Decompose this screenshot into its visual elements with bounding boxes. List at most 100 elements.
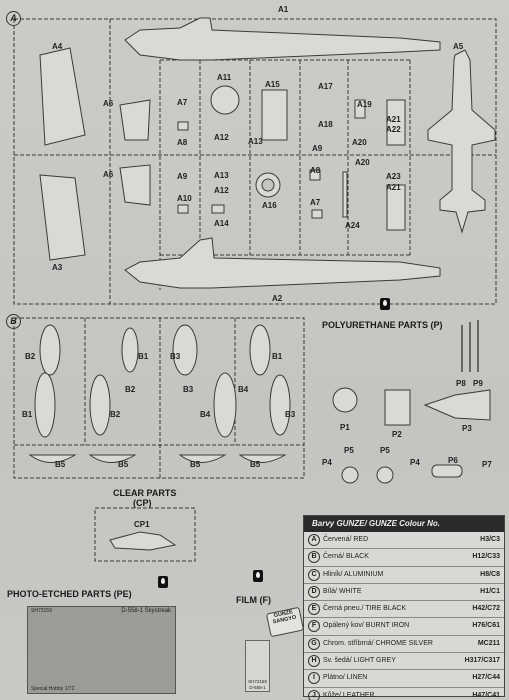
part-label: P2 — [392, 430, 402, 439]
part-label: A12 — [214, 186, 229, 195]
clear-parts-frame — [94, 507, 196, 562]
part-a15 — [261, 89, 288, 141]
part-label: B1 — [22, 410, 33, 419]
part-label: B3 — [183, 385, 194, 394]
part-label: B3 — [285, 410, 296, 419]
clear-parts-subtitle: (CP) — [133, 498, 152, 508]
part-label: B5 — [55, 460, 66, 469]
part-label: A7 — [177, 98, 188, 107]
part-label: B4 — [200, 410, 211, 419]
part-label: A1 — [278, 5, 289, 14]
part-label: A21 — [386, 115, 401, 124]
sprue-b-marker: B — [6, 314, 21, 329]
part-a5-topview — [427, 49, 496, 234]
part-cp1 — [109, 531, 177, 551]
part-label: A2 — [272, 294, 283, 303]
part-label: B5 — [250, 460, 261, 469]
part-label: A14 — [214, 219, 229, 228]
part-p5-b — [376, 466, 394, 484]
part-p2 — [384, 389, 411, 426]
part-a21-lower — [386, 184, 406, 231]
part-b1-b — [249, 324, 271, 376]
polyurethane-title: POLYURETHANE PARTS (P) — [322, 320, 443, 330]
film-part: SH72159 D-558-1 — [245, 640, 270, 692]
part-label: A4 — [52, 42, 63, 51]
film-sub: D-558-1 — [249, 685, 266, 690]
part-b3-a — [172, 324, 198, 376]
part-label: P5 — [344, 446, 354, 455]
part-label: A19 — [357, 100, 372, 109]
part-b1-a — [121, 327, 139, 373]
part-label: P9 — [473, 379, 483, 388]
pe-code: SH72159 — [31, 608, 52, 614]
part-b4-a — [213, 372, 237, 438]
part-a6-upper — [119, 99, 151, 141]
part-b2-a — [39, 324, 61, 376]
part-label: A20 — [355, 158, 370, 167]
part-label: P5 — [380, 446, 390, 455]
part-label: A8 — [310, 166, 321, 175]
photo-etched-title: PHOTO-ETCHED PARTS (PE) — [7, 589, 132, 599]
part-label: B2 — [125, 385, 136, 394]
part-label: A12 — [214, 133, 229, 142]
part-label: P6 — [448, 456, 458, 465]
part-a1-fuselage — [124, 17, 441, 61]
part-label: A17 — [318, 82, 333, 91]
part-p6 — [431, 464, 463, 478]
part-label: B2 — [25, 352, 36, 361]
part-label: B3 — [170, 352, 181, 361]
part-label: P7 — [482, 460, 492, 469]
pe-name: D-558-1 Skystreak — [121, 608, 171, 614]
part-b2-b — [89, 374, 111, 436]
part-label: A15 — [265, 80, 280, 89]
part-label: A7 — [310, 198, 321, 207]
sprue-a-marker: A — [6, 11, 21, 26]
part-label: A18 — [318, 120, 333, 129]
part-label: P4 — [410, 458, 420, 467]
part-label: A16 — [262, 201, 277, 210]
part-label: B1 — [272, 352, 283, 361]
part-a6-lower — [119, 164, 151, 206]
part-a3-wing — [39, 174, 86, 261]
part-label: A22 — [386, 125, 401, 134]
part-label: A6 — [103, 170, 114, 179]
photo-etched-fret: SH72159 D-558-1 Skystreak Special Hobby … — [27, 606, 176, 694]
pe-maker: Special Hobby 1/72 — [31, 686, 75, 692]
colour-table-title: Barvy GUNZE/ GUNZE Colour No. — [304, 516, 504, 532]
part-label: P3 — [462, 424, 472, 433]
part-b1-c — [34, 372, 56, 438]
part-label: A3 — [52, 263, 63, 272]
part-label: P4 — [322, 458, 332, 467]
part-label: B2 — [110, 410, 121, 419]
part-label: P1 — [340, 423, 350, 432]
clear-parts-title: CLEAR PARTS — [113, 488, 177, 498]
part-label: A20 — [352, 138, 367, 147]
film-drop-icon — [253, 570, 263, 582]
sprue-b-frame — [13, 317, 305, 479]
part-label: A9 — [177, 172, 188, 181]
part-label: A10 — [177, 194, 192, 203]
photo-etched-drop-icon — [158, 576, 168, 588]
part-label: P8 — [456, 379, 466, 388]
part-label: B1 — [138, 352, 149, 361]
part-label: A13 — [214, 171, 229, 180]
part-label: A8 — [177, 138, 188, 147]
part-label: A21 — [386, 183, 401, 192]
part-label: A5 — [453, 42, 464, 51]
part-label: A6 — [103, 99, 114, 108]
part-a21-upper — [386, 99, 406, 146]
part-b3-b — [269, 374, 291, 436]
polyurethane-drop-icon — [380, 298, 390, 310]
